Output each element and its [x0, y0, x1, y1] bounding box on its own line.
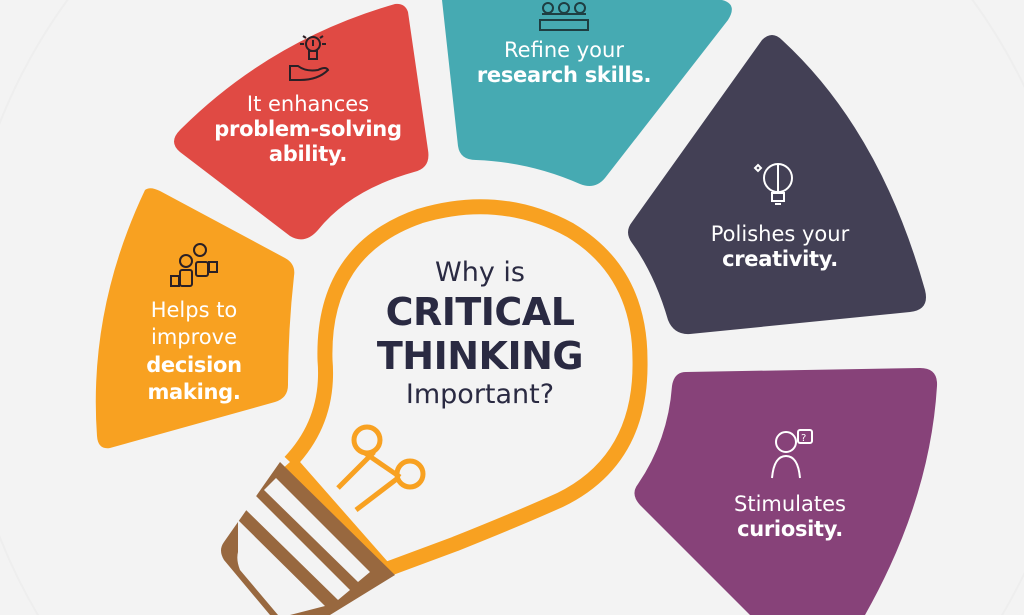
thinking-person-icon: ? — [771, 429, 813, 479]
problem-solving-bold-text-1: problem-solving — [214, 116, 402, 141]
curiosity-light-text: Stimulates — [734, 492, 846, 516]
decision-bold-text-2: making. — [147, 379, 241, 404]
decision-light-text-2: improve — [151, 325, 237, 350]
problem-solving-light-text: It enhances — [246, 92, 370, 116]
lightbulb-hand-icon — [289, 35, 330, 81]
problem-solving-bold-text-2: ability. — [268, 141, 348, 166]
decision-hands-icon — [170, 243, 218, 287]
bulb-outline — [284, 199, 648, 578]
segment-decision-shape — [95, 188, 295, 449]
research-bold-text: research skills. — [476, 62, 652, 87]
decision-light-text-1: Helps to — [150, 298, 238, 322]
center-title-thinking: THINKING — [376, 334, 584, 378]
research-light-text: Refine your — [504, 38, 624, 62]
creativity-bold-text: creativity. — [722, 246, 838, 271]
filament-icon — [336, 424, 426, 512]
creativity-light-text: Polishes your — [710, 222, 850, 246]
center-title: Why is CRITICAL THINKING Important? — [360, 256, 600, 412]
segment-curiosity-shape — [634, 368, 938, 615]
center-title-critical: CRITICAL — [385, 290, 575, 334]
segment-research-label: Refine your research skills. — [466, 38, 662, 88]
svg-text:?: ? — [801, 433, 806, 444]
segment-curiosity-label: Stimulates curiosity. — [710, 492, 870, 542]
segment-research-shape — [442, 0, 732, 186]
center-title-why: Why is — [435, 257, 525, 288]
segment-problem-solving-label: It enhances problem-solving ability. — [200, 92, 416, 166]
segment-decision-label: Helps to improve decision making. — [124, 297, 264, 406]
curiosity-bold-text: curiosity. — [737, 516, 843, 541]
brain-bulb-icon — [753, 163, 793, 205]
decision-bold-text-1: decision — [146, 352, 242, 377]
bulb-base — [221, 462, 395, 615]
segment-creativity-label: Polishes your creativity. — [690, 222, 870, 272]
team-meeting-icon — [539, 2, 589, 31]
segment-problem-solving-shape — [174, 3, 429, 240]
center-title-important: Important? — [405, 379, 555, 410]
